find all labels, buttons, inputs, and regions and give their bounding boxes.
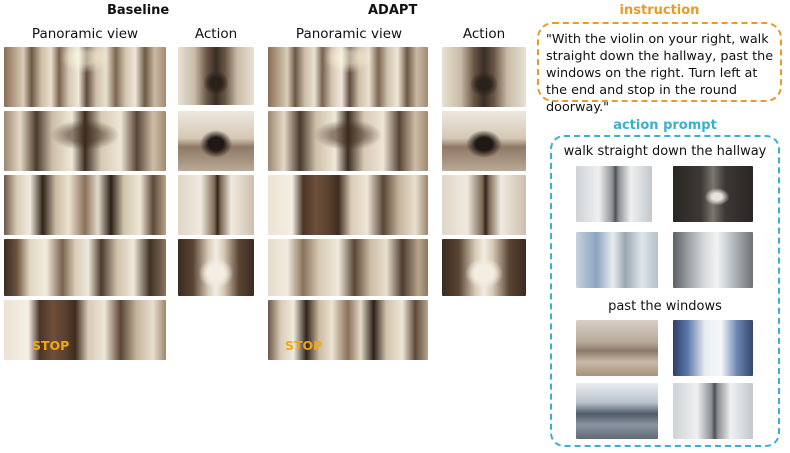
baseline-action-view-2 xyxy=(178,111,254,171)
action-prompt-title: action prompt xyxy=(613,118,717,133)
baseline-action-header: Action xyxy=(194,26,238,42)
adapt-panorama-stop xyxy=(268,300,428,360)
prompt-image-2 xyxy=(673,166,753,222)
baseline-panorama-step-4 xyxy=(4,239,166,296)
instruction-text: "With the violin on your right, walk str… xyxy=(546,32,774,115)
action-prompt-phrase-2: past the windows xyxy=(608,299,722,314)
adapt-panorama-step-2 xyxy=(268,111,428,171)
prompt-image-5 xyxy=(576,320,658,376)
baseline-action-view-3 xyxy=(178,175,254,235)
prompt-image-6 xyxy=(673,320,753,376)
instruction-box xyxy=(537,22,782,102)
adapt-title: ADAPT xyxy=(368,3,418,18)
baseline-action-view-4 xyxy=(178,239,254,296)
baseline-title: Baseline xyxy=(107,3,170,18)
adapt-action-view-4 xyxy=(442,239,526,296)
prompt-image-3 xyxy=(576,232,658,288)
adapt-action-view-2 xyxy=(442,111,526,171)
baseline-panoramic-header: Panoramic view xyxy=(31,26,139,42)
instruction-title: instruction xyxy=(619,3,700,18)
adapt-action-view-3 xyxy=(442,175,526,235)
baseline-stop-label: STOP xyxy=(32,338,70,353)
adapt-panorama-step-4 xyxy=(268,239,428,296)
adapt-action-header: Action xyxy=(462,26,506,42)
action-prompt-box xyxy=(550,135,780,447)
prompt-image-8 xyxy=(673,383,753,439)
prompt-image-1 xyxy=(576,166,652,222)
action-prompt-phrase-1: walk straight down the hallway xyxy=(563,144,767,159)
baseline-panorama-step-3 xyxy=(4,175,166,235)
prompt-image-7 xyxy=(576,383,658,439)
adapt-panoramic-header: Panoramic view xyxy=(295,26,403,42)
adapt-panorama-step-3 xyxy=(268,175,428,235)
adapt-action-view-1 xyxy=(442,47,526,107)
baseline-panorama-stop xyxy=(4,300,166,360)
baseline-panorama-step-1 xyxy=(4,47,166,107)
baseline-panorama-step-2 xyxy=(4,111,166,171)
prompt-image-4 xyxy=(673,232,753,288)
adapt-panorama-step-1 xyxy=(268,47,428,107)
baseline-action-view-1 xyxy=(178,47,254,105)
adapt-stop-label: STOP xyxy=(285,338,323,353)
